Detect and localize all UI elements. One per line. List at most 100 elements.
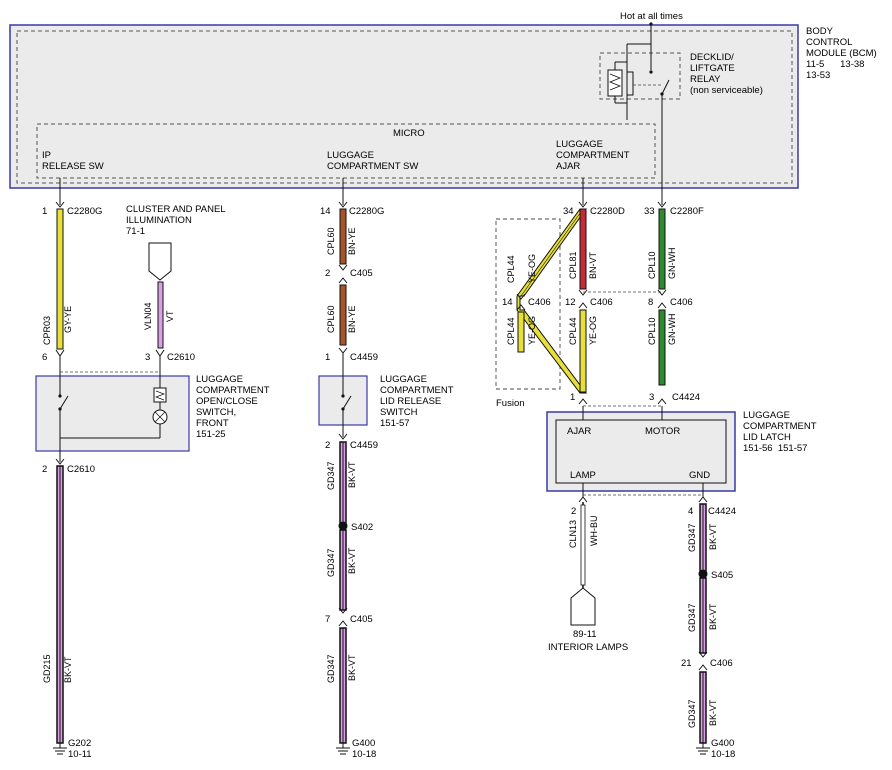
svg-text:BN-YE: BN-YE (347, 227, 357, 255)
wire-gd347-c-label: GD347 BK-VT (326, 654, 357, 683)
wire-cpl60-a (339, 208, 347, 265)
ground-g400-a-icon (336, 743, 350, 755)
svg-text:GD347: GD347 (687, 523, 697, 552)
switch-lid-label: LUGGAGE COMPARTMENT LID RELEASE SWITCH 1… (380, 374, 454, 429)
svg-text:SWITCH,: SWITCH, (196, 407, 236, 418)
bcm-module-box (9, 24, 799, 189)
svg-text:151-56 151-57: 151-56 151-57 (743, 443, 807, 454)
c4-name: C2610 (67, 464, 95, 475)
g1-ref: 10-11 (68, 749, 92, 760)
micro-label: MICRO (393, 128, 425, 139)
c3-name: C2610 (167, 352, 195, 363)
svg-text:LUGGAGE: LUGGAGE (196, 374, 243, 385)
c9-pin: 7 (325, 614, 330, 625)
svg-text:CPL44: CPL44 (568, 317, 578, 345)
svg-text:BK-VT: BK-VT (708, 523, 718, 550)
bcm-inner-dashed (16, 30, 793, 184)
c14-name: C2280F (670, 206, 704, 217)
power-label: Hot at all times (620, 11, 683, 22)
svg-text:FRONT: FRONT (196, 418, 229, 429)
svg-text:LIFTGATE: LIFTGATE (690, 63, 735, 74)
g2-name: G400 (352, 738, 375, 749)
svg-text:BK-VT: BK-VT (63, 656, 73, 683)
switch-front-contact (59, 395, 69, 410)
c15-name: C406 (670, 297, 693, 308)
lc-sw-label: LUGGAGE COMPARTMENT SW (327, 150, 418, 172)
s2-label: S405 (711, 570, 733, 581)
c16-name: C4424 (672, 392, 700, 403)
svg-text:151-25: 151-25 (196, 429, 226, 440)
fusion-label: Fusion (496, 398, 525, 409)
svg-text:CLN13: CLN13 (568, 520, 578, 548)
svg-text:BK-VT: BK-VT (347, 547, 357, 574)
c6-name: C405 (350, 268, 373, 279)
c6-pin: 2 (325, 268, 330, 279)
svg-text:AJAR: AJAR (556, 161, 580, 172)
c10-pin: 34 (563, 206, 574, 217)
svg-text:LUGGAGE: LUGGAGE (556, 139, 603, 150)
interior-lamps-label: INTERIOR LAMPS (548, 642, 628, 653)
svg-text:(non serviceable): (non serviceable) (690, 85, 763, 96)
svg-text:CPL10: CPL10 (647, 317, 657, 345)
c2-pin: 6 (42, 352, 47, 363)
svg-text:RELAY: RELAY (690, 74, 721, 85)
wire-cpl10-a (658, 208, 666, 290)
c17-pin: 2 (571, 506, 576, 517)
g3-name: G400 (711, 738, 734, 749)
wire-gd347-e-label: GD347 BK-VT (687, 603, 718, 632)
svg-text:GD347: GD347 (326, 548, 336, 577)
wire-gd347-f-label: GD347 BK-VT (687, 699, 718, 728)
svg-text:LID LATCH: LID LATCH (743, 432, 791, 443)
svg-text:IP: IP (42, 150, 51, 161)
ground-g202-icon (53, 743, 67, 755)
relay-label: DECKLID/ LIFTGATE RELAY (non serviceable… (690, 52, 763, 96)
svg-text:GY-YE: GY-YE (63, 306, 73, 333)
latch-label: LUGGAGE COMPARTMENT LID LATCH 151-56 151… (743, 410, 817, 454)
svg-text:YE-OG: YE-OG (527, 254, 537, 283)
wire-cpr03-label: CPR03 GY-YE (42, 306, 73, 345)
c11-pin: 14 (502, 297, 513, 308)
wire-vln04-label: VLN04 VT (143, 302, 175, 330)
c12-name: C406 (590, 297, 613, 308)
c19-pin: 21 (681, 658, 692, 669)
c7-name: C4459 (350, 352, 378, 363)
wire-cpl60-a-label: CPL60 BN-YE (326, 227, 357, 255)
splice-s405 (698, 569, 708, 579)
svg-text:COMPARTMENT: COMPARTMENT (743, 421, 817, 432)
wire-cpl10-a-label: CPL10 GN-WH (647, 248, 677, 280)
svg-text:CPR03: CPR03 (42, 316, 52, 345)
latch-pin-gnd: GND (689, 470, 710, 481)
svg-text:BODY: BODY (806, 26, 834, 37)
wire-gd347-d-label: GD347 BK-VT (687, 523, 718, 552)
svg-text:71-1: 71-1 (126, 226, 145, 237)
latch-pin-motor: MOTOR (645, 426, 680, 437)
wire-cpl44-c-label: CPL44 YE-OG (568, 316, 598, 345)
c15-pin: 8 (648, 297, 653, 308)
c3-pin: 3 (145, 352, 150, 363)
c1-name: C2280G (67, 206, 102, 217)
bcm-title: BODY CONTROL MODULE (BCM) 11-5 13-38 13-… (806, 26, 877, 81)
c8-name: C4459 (350, 440, 378, 451)
wire-cpr03 (56, 208, 64, 350)
c18-name: C4424 (708, 506, 736, 517)
c19-name: C406 (710, 658, 733, 669)
fusion-variant-box (495, 218, 561, 390)
svg-text:OPEN/CLOSE: OPEN/CLOSE (196, 396, 258, 407)
c11-name: C406 (528, 297, 551, 308)
svg-text:GD347: GD347 (326, 461, 336, 490)
c7-pin: 1 (325, 352, 330, 363)
svg-text:GD215: GD215 (42, 654, 52, 683)
wire-cpl44-b-label: CPL44 YE-OG (506, 316, 537, 345)
svg-text:VT: VT (165, 310, 175, 322)
svg-text:VLN04: VLN04 (143, 302, 153, 330)
g1-name: G202 (68, 738, 91, 749)
svg-text:DECKLID/: DECKLID/ (690, 52, 734, 63)
c9-name: C405 (350, 614, 373, 625)
svg-text:CPL60: CPL60 (326, 227, 336, 255)
wire-cpl10-b-label: CPL10 GN-WH (647, 314, 677, 346)
c14-pin: 33 (644, 206, 655, 217)
svg-text:SWITCH: SWITCH (380, 407, 418, 418)
c4-pin: 2 (42, 464, 47, 475)
interior-lamps-ref: 89-11 (573, 629, 597, 640)
